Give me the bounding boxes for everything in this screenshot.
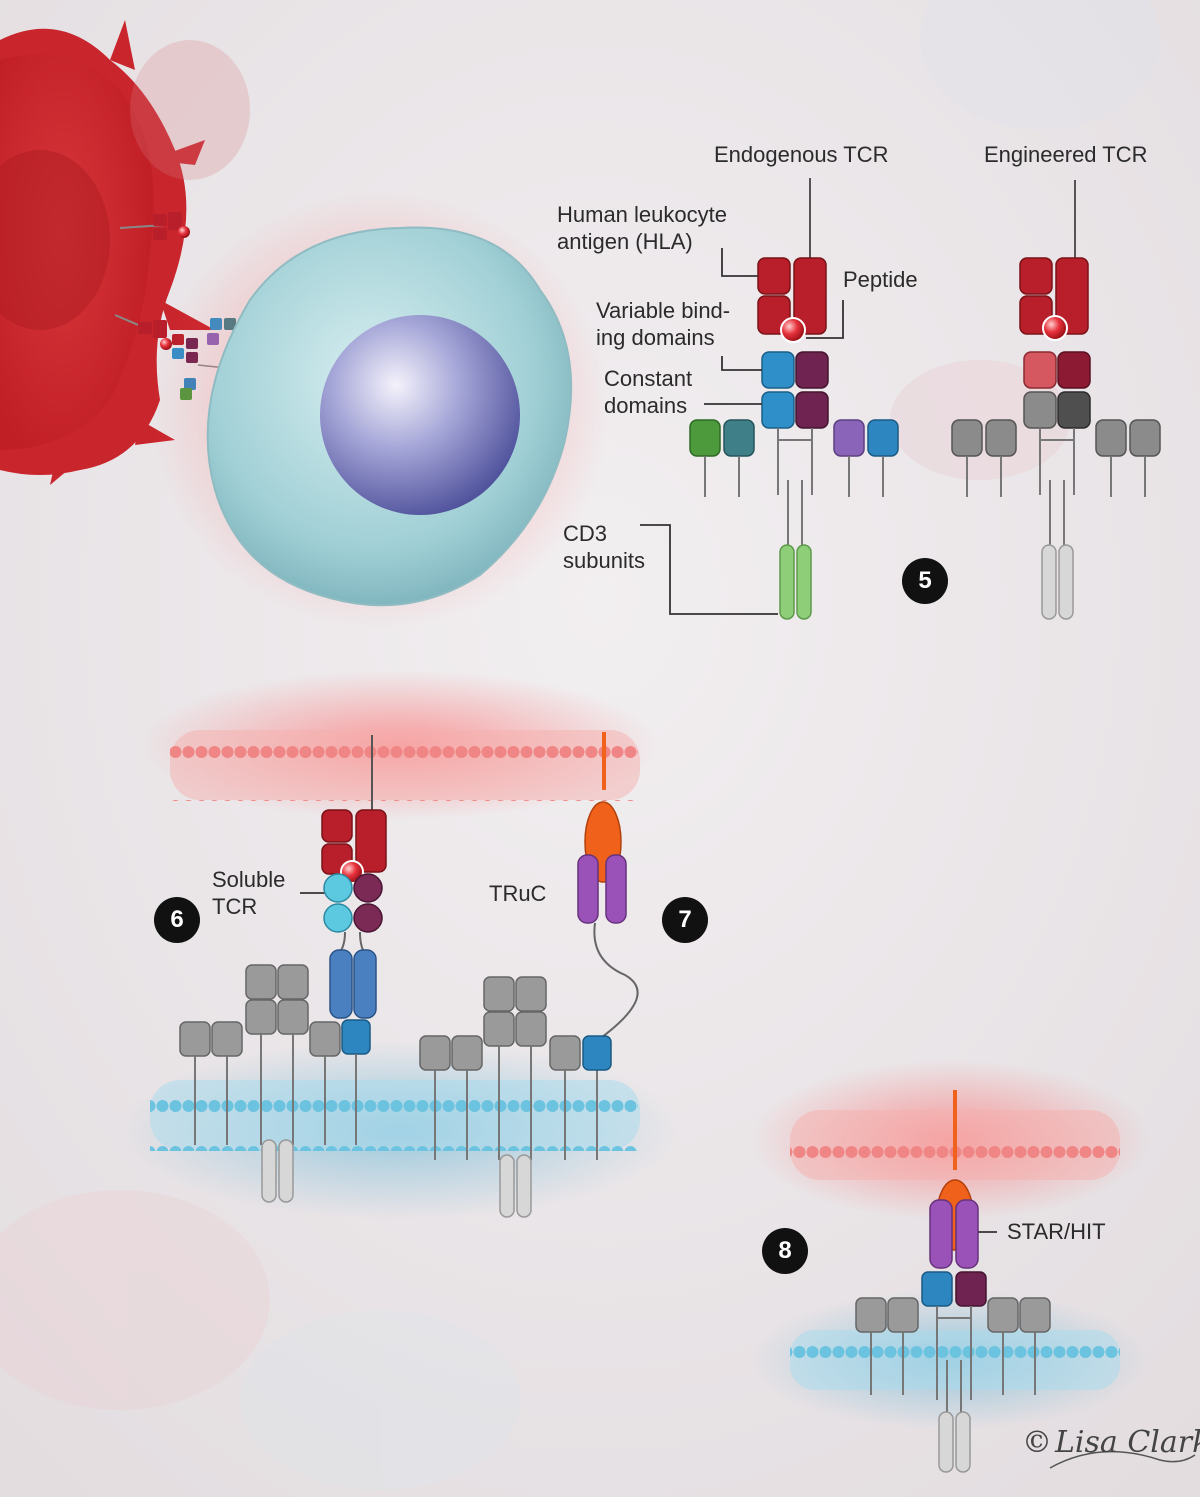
step-badge-6: 6 bbox=[154, 897, 200, 943]
cd3-label-line2: subunits bbox=[563, 548, 645, 573]
variable-label-line1: Variable bind- bbox=[596, 298, 731, 323]
hla-label-line1: Human leukocyte bbox=[557, 202, 727, 227]
artist-signature: Lisa Clark bbox=[1055, 1425, 1200, 1460]
star-hit-complex bbox=[855, 1090, 1051, 1473]
constant-label-line1: Constant bbox=[604, 366, 693, 391]
endogenous-tcr-title: Endogenous TCR bbox=[714, 142, 889, 167]
constant-label-line2: domains bbox=[604, 393, 688, 418]
engineered-tcr-title: Engineered TCR bbox=[984, 142, 1148, 167]
soluble-tcr-complex bbox=[321, 735, 387, 1055]
endogenous-tcr-complex bbox=[689, 178, 899, 620]
cd3-grey-complexes bbox=[179, 964, 598, 1218]
peptide-label: Peptide bbox=[843, 267, 918, 292]
tumor-cell bbox=[0, 20, 250, 485]
tumor-membrane-top bbox=[140, 670, 660, 820]
cd3-label-line1: CD3 bbox=[563, 521, 608, 546]
soluble-tcr-label-line1: Soluble bbox=[212, 867, 286, 892]
engineered-tcr-complex bbox=[951, 180, 1161, 620]
t-cell bbox=[150, 190, 610, 630]
signature-stroke bbox=[1049, 1450, 1196, 1469]
hla-label-line2: antigen (HLA) bbox=[557, 229, 693, 254]
variable-label-line2: ing domains bbox=[596, 325, 715, 350]
tcell-membrane-8 bbox=[750, 1290, 1150, 1430]
step-badge-5: 5 bbox=[902, 558, 948, 604]
star-hit-label: STAR/HIT bbox=[1007, 1219, 1106, 1244]
step-badge-8: 8 bbox=[762, 1228, 808, 1274]
step-badge-7: 7 bbox=[662, 897, 708, 943]
copyright-mark: © bbox=[1022, 1425, 1052, 1460]
truc-complex bbox=[577, 732, 639, 1071]
background-blotches bbox=[890, 360, 1070, 480]
soluble-tcr-label-line2: TCR bbox=[212, 894, 258, 919]
truc-label: TRuC bbox=[489, 881, 547, 906]
